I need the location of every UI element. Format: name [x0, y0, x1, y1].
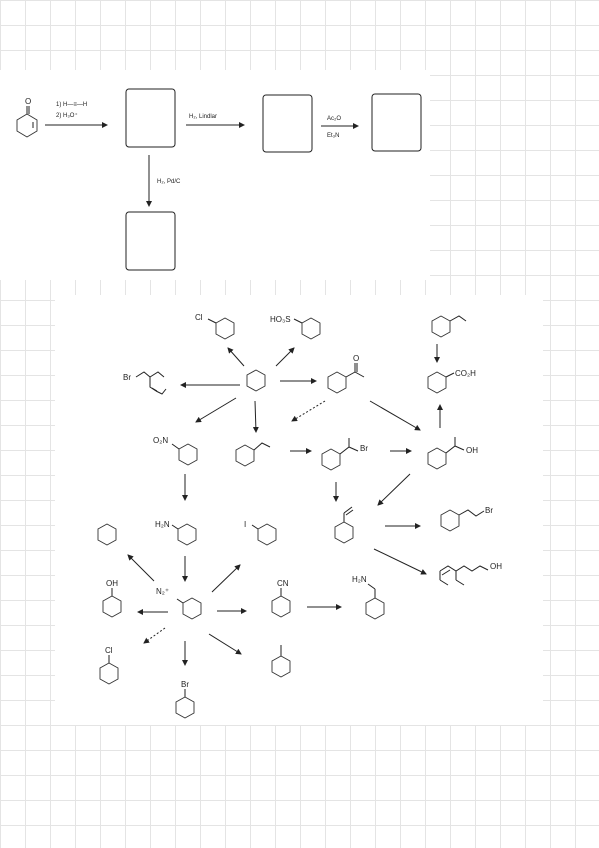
nitro-label: O₂N: [153, 436, 168, 445]
acetophenone-o-label: O: [353, 354, 359, 363]
chlorobenzene-structure: Cl: [195, 313, 235, 340]
aniline-structure: H₂N: [155, 520, 197, 546]
nitrobenzene-structure: O₂N: [153, 436, 198, 466]
chlorobenzene-bottom-structure: Cl: [99, 646, 119, 685]
arrow-to-nitrobenzene: [195, 397, 237, 423]
diazonium-structure: N₂⁺: [156, 587, 202, 620]
arrow-alcohol-to-styrene: [377, 473, 411, 506]
arrow-to-benzene-left: [127, 554, 155, 582]
benzene-left-structure: [97, 523, 117, 546]
alcohol-oh-label: OH: [466, 446, 478, 455]
bromobenzene-structure: Br: [175, 680, 195, 719]
benzylamine-structure: H₂N: [352, 575, 385, 620]
arrow-acetophenone-to-alcohol: [369, 400, 421, 431]
phenylethyl-bromide-structure: Br: [440, 506, 493, 532]
arrow-to-sulfonic-acid: [275, 347, 295, 367]
benzene-structure: [246, 369, 266, 392]
chain-oh-label: OH: [490, 562, 502, 571]
arrow-to-chlorobenzene-bottom: [143, 627, 166, 644]
bromo-chain-br-label: Br: [123, 373, 131, 382]
chloro-label: Cl: [105, 646, 113, 655]
styrene-structure: [334, 506, 354, 544]
ethylbenzene-structure: [235, 442, 271, 467]
aniline-label: H₂N: [155, 520, 170, 529]
reagent-et3n-label: Et₃N: [327, 133, 339, 139]
reagent-step1-line2: 2) H₃O⁺: [56, 112, 78, 119]
top-scheme-panel: [0, 70, 430, 280]
chain-br-label: Br: [485, 506, 493, 515]
ethylbenzene-structure-top: [431, 315, 467, 338]
reaction-arrows: [127, 344, 443, 666]
toluene-structure: [271, 645, 291, 678]
secondary-alcohol-structure: OH: [427, 437, 478, 470]
arrow-acetophenone-to-ethylbenzene: [291, 400, 326, 422]
reagent-lindlar-label: H₂, Lindlar: [189, 114, 217, 120]
arrow-to-toluene: [208, 633, 242, 655]
phenol-structure: OH: [102, 579, 122, 618]
answer-box-1[interactable]: [125, 88, 176, 148]
reagent-step1-line1: 1) H—≡—H: [56, 102, 87, 108]
nitrile-label: CN: [277, 579, 289, 588]
arrow-to-chlorobenzene: [227, 347, 245, 367]
cyclohexenone-structure: O: [16, 97, 38, 138]
benzoic-acid-structure: CO₂H: [427, 369, 476, 394]
chlorobenzene-cl-label: Cl: [195, 313, 203, 322]
benzonitrile-structure: CN: [271, 579, 291, 618]
iodobenzene-structure: I: [244, 520, 277, 546]
phenol-oh-label: OH: [106, 579, 118, 588]
carbonyl-oxygen-label: O: [25, 97, 31, 106]
chain-alcohol-structure: OH: [439, 562, 502, 586]
benzoic-acid-label: CO₂H: [455, 369, 476, 378]
arrow-to-iodobenzene: [211, 564, 241, 593]
benzylic-bromide-label: Br: [360, 444, 368, 453]
iodobenzene-i-label: I: [244, 520, 246, 529]
reagent-ac2o-label: Ac₂O: [327, 116, 341, 122]
diazonium-label: N₂⁺: [156, 587, 169, 596]
benzylamine-label: H₂N: [352, 575, 367, 584]
answer-box-3[interactable]: [371, 93, 422, 152]
answer-box-4[interactable]: [125, 211, 176, 271]
benzenesulfonic-acid-structure: HO₃S: [270, 315, 321, 340]
bromo-label: Br: [181, 680, 189, 689]
bromo-alkene-structure: Br: [123, 371, 167, 395]
acetophenone-structure: O: [327, 354, 365, 394]
sulfonic-acid-label: HO₃S: [270, 315, 291, 324]
arrow-to-ethylbenzene: [252, 400, 259, 433]
reagent-pdc-label: H₂, Pd/C: [157, 179, 181, 185]
answer-box-2[interactable]: [262, 94, 313, 153]
arrow-to-chain-alcohol: [373, 548, 427, 575]
benzylic-bromide-structure: Br: [321, 438, 368, 471]
bottom-scheme-panel: [55, 295, 543, 725]
